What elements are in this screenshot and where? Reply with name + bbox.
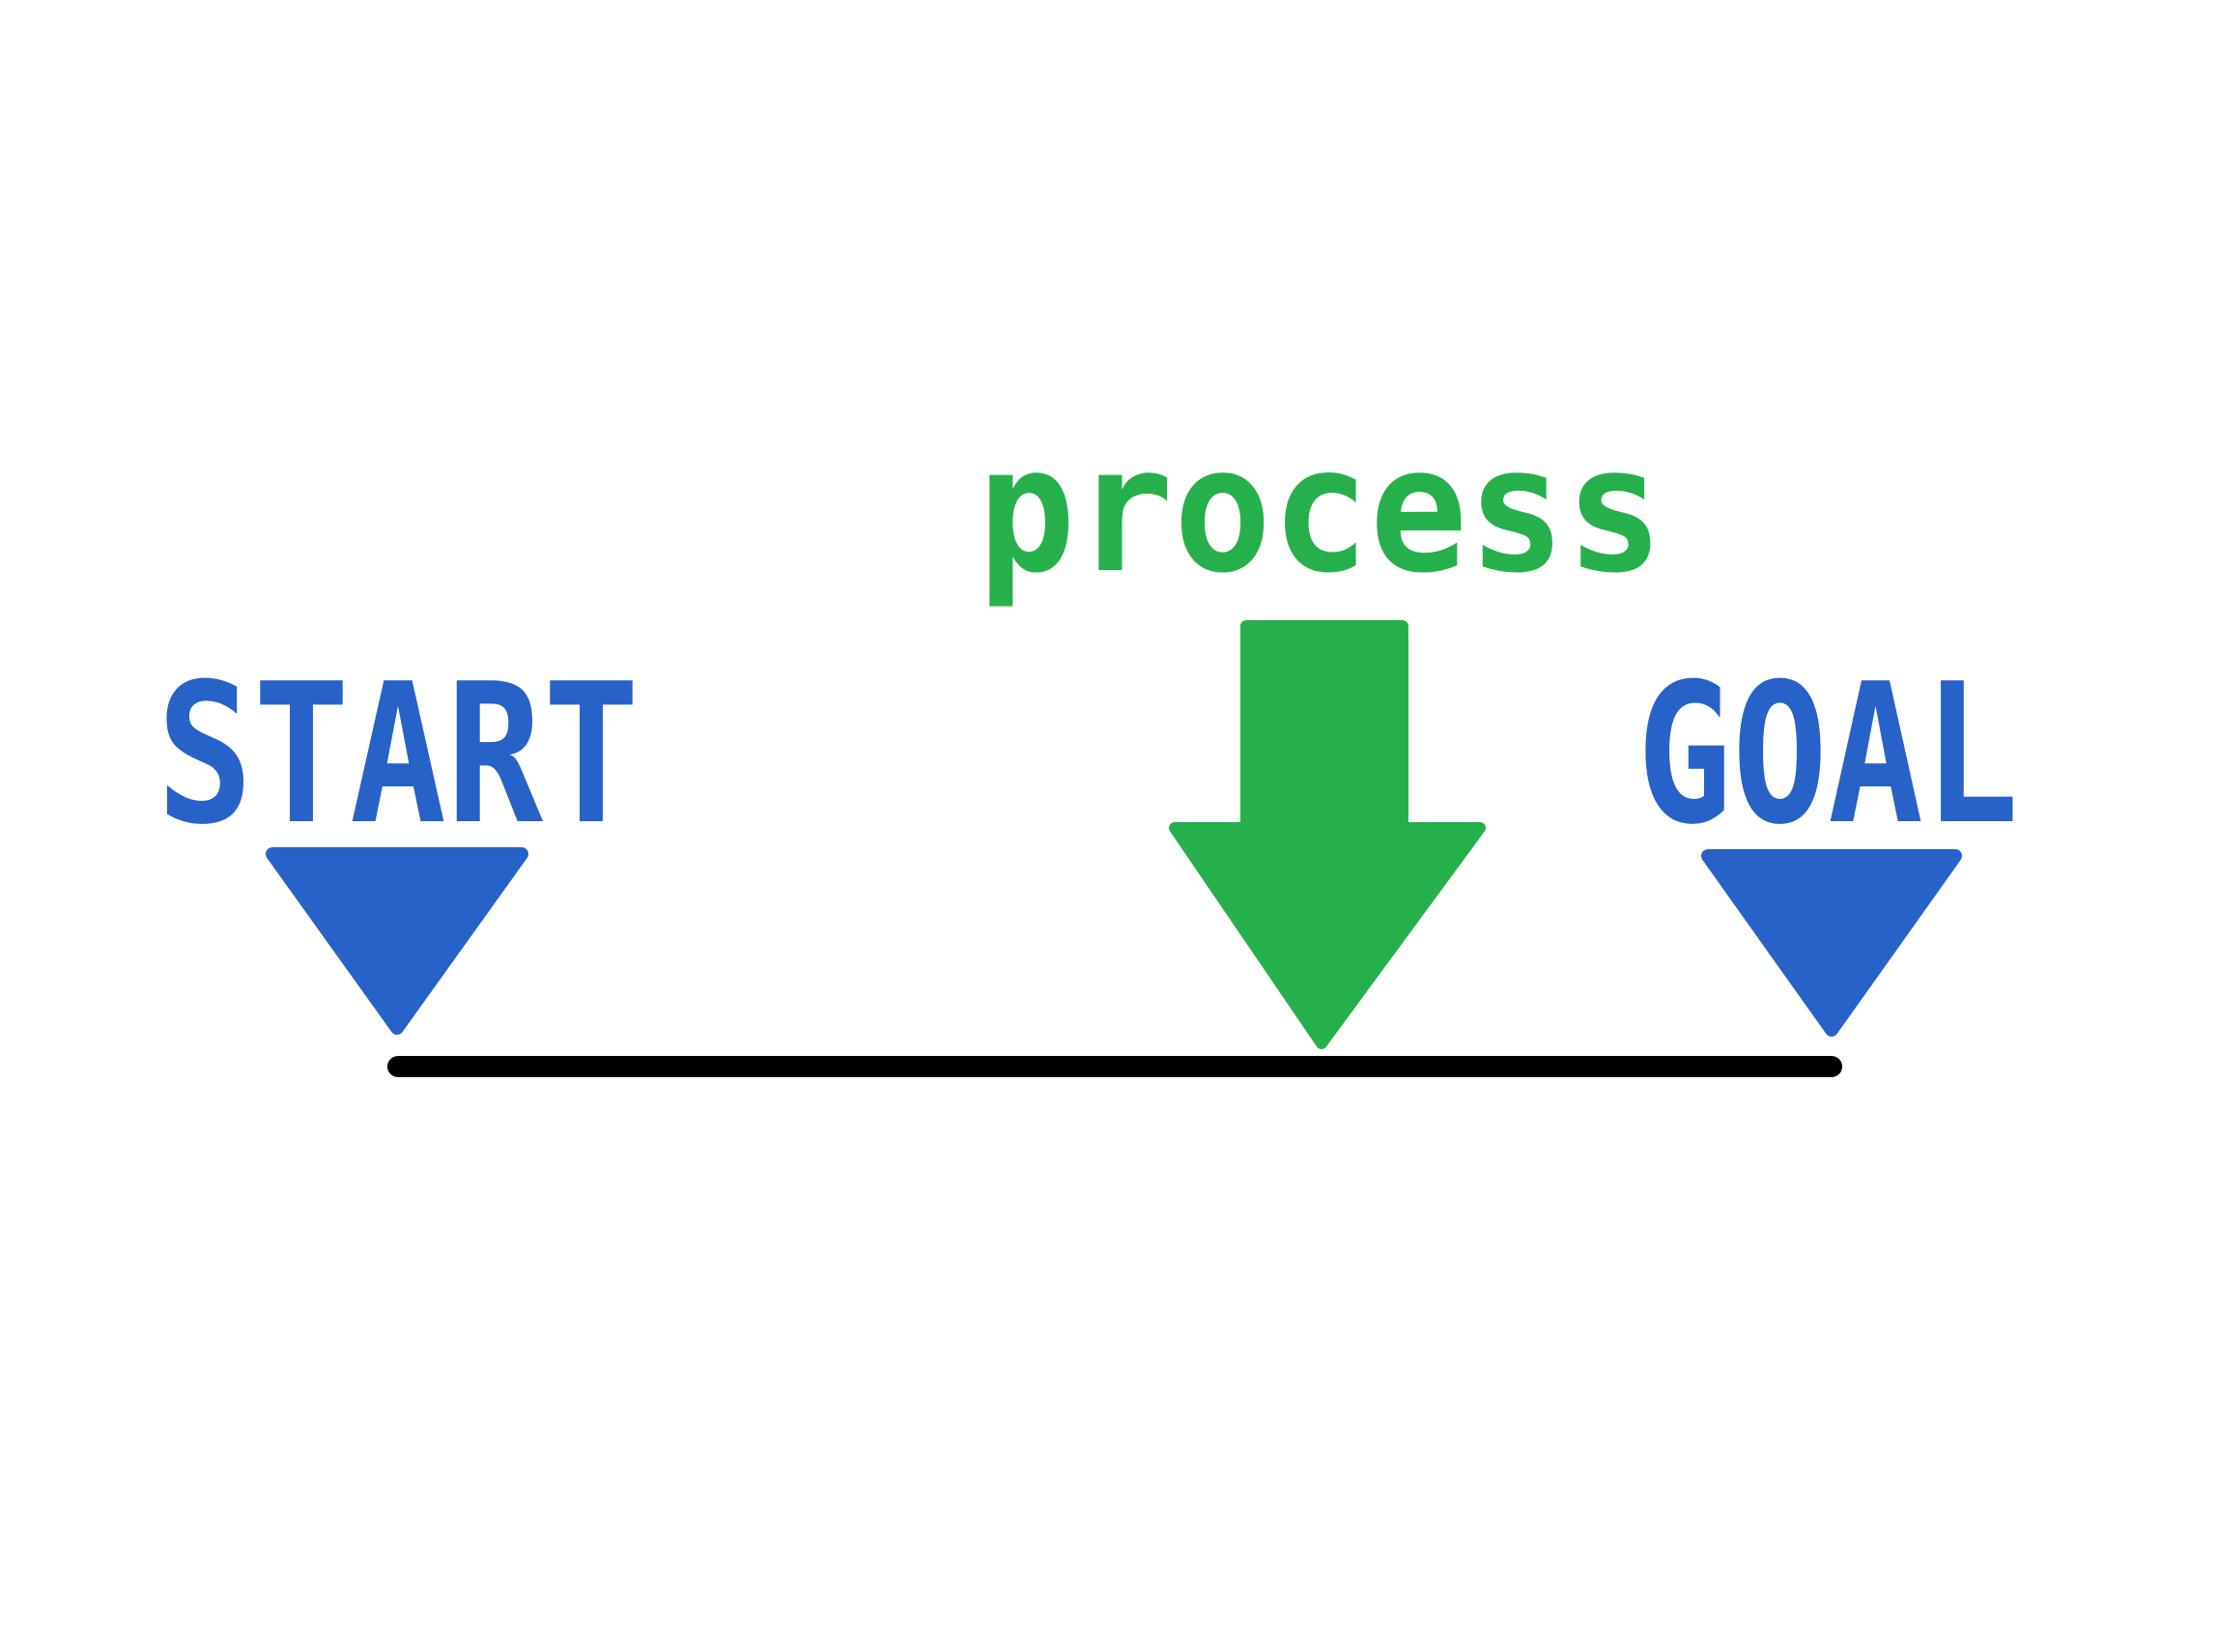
start-label: START [156,642,640,868]
process-label: process [978,410,1664,612]
goal-label: GOAL [1636,642,2019,868]
goal-triangle-down-icon [1701,849,1962,1037]
start-triangle-down-icon [266,847,528,1035]
process-arrow-down-icon [1169,620,1486,1049]
